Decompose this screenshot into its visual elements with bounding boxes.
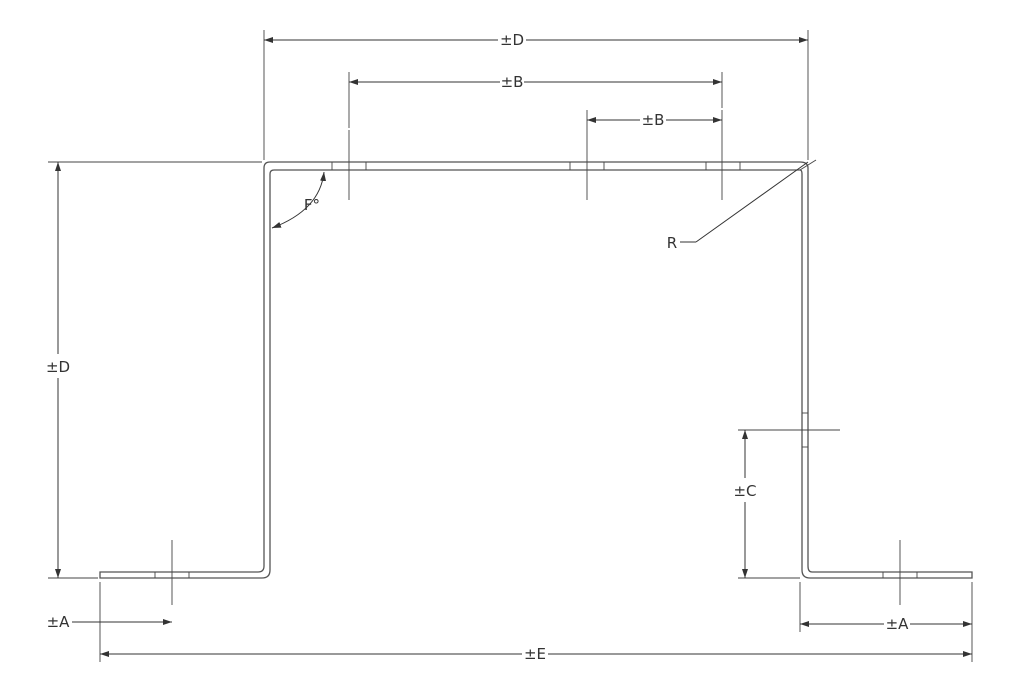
dim-left-height: ±D xyxy=(46,161,262,579)
right-wall-hole xyxy=(770,412,840,448)
dim-top-hole-span: ±B xyxy=(348,72,723,128)
top-holes xyxy=(331,110,741,200)
bracket-outer-edge xyxy=(99,161,973,579)
dim-left-flange-hole-label: ±A xyxy=(47,613,71,631)
dim-top-hole-pitch-label: ±B xyxy=(642,111,665,129)
top-hole-3 xyxy=(705,110,741,200)
dim-top-hole-pitch: ±B xyxy=(587,111,722,129)
dim-top-overall: ±D xyxy=(263,30,809,160)
dim-overall-width: ±E xyxy=(100,645,972,663)
top-hole-2 xyxy=(569,110,605,200)
dim-angle: F° xyxy=(271,171,327,229)
dim-overall-width-label: ±E xyxy=(524,645,546,663)
top-hole-1 xyxy=(331,130,367,200)
dim-right-flange-hole: ±A xyxy=(799,582,973,662)
bracket-outline xyxy=(99,161,973,579)
dim-right-hole-height-label: ±C xyxy=(733,482,756,500)
left-flange-hole xyxy=(154,540,190,605)
dim-top-overall-label: ±D xyxy=(500,31,524,49)
dim-left-height-label: ±D xyxy=(46,358,70,376)
dim-top-hole-span-label: ±B xyxy=(501,73,524,91)
dim-right-hole-height: ±C xyxy=(733,429,800,579)
dim-right-flange-hole-label: ±A xyxy=(886,615,910,633)
dim-angle-label: F° xyxy=(304,196,320,214)
dim-radius-label: R xyxy=(667,234,677,252)
right-flange-hole xyxy=(882,540,918,605)
dim-radius: R xyxy=(667,159,817,252)
dim-left-flange-hole: ±A xyxy=(47,582,172,662)
